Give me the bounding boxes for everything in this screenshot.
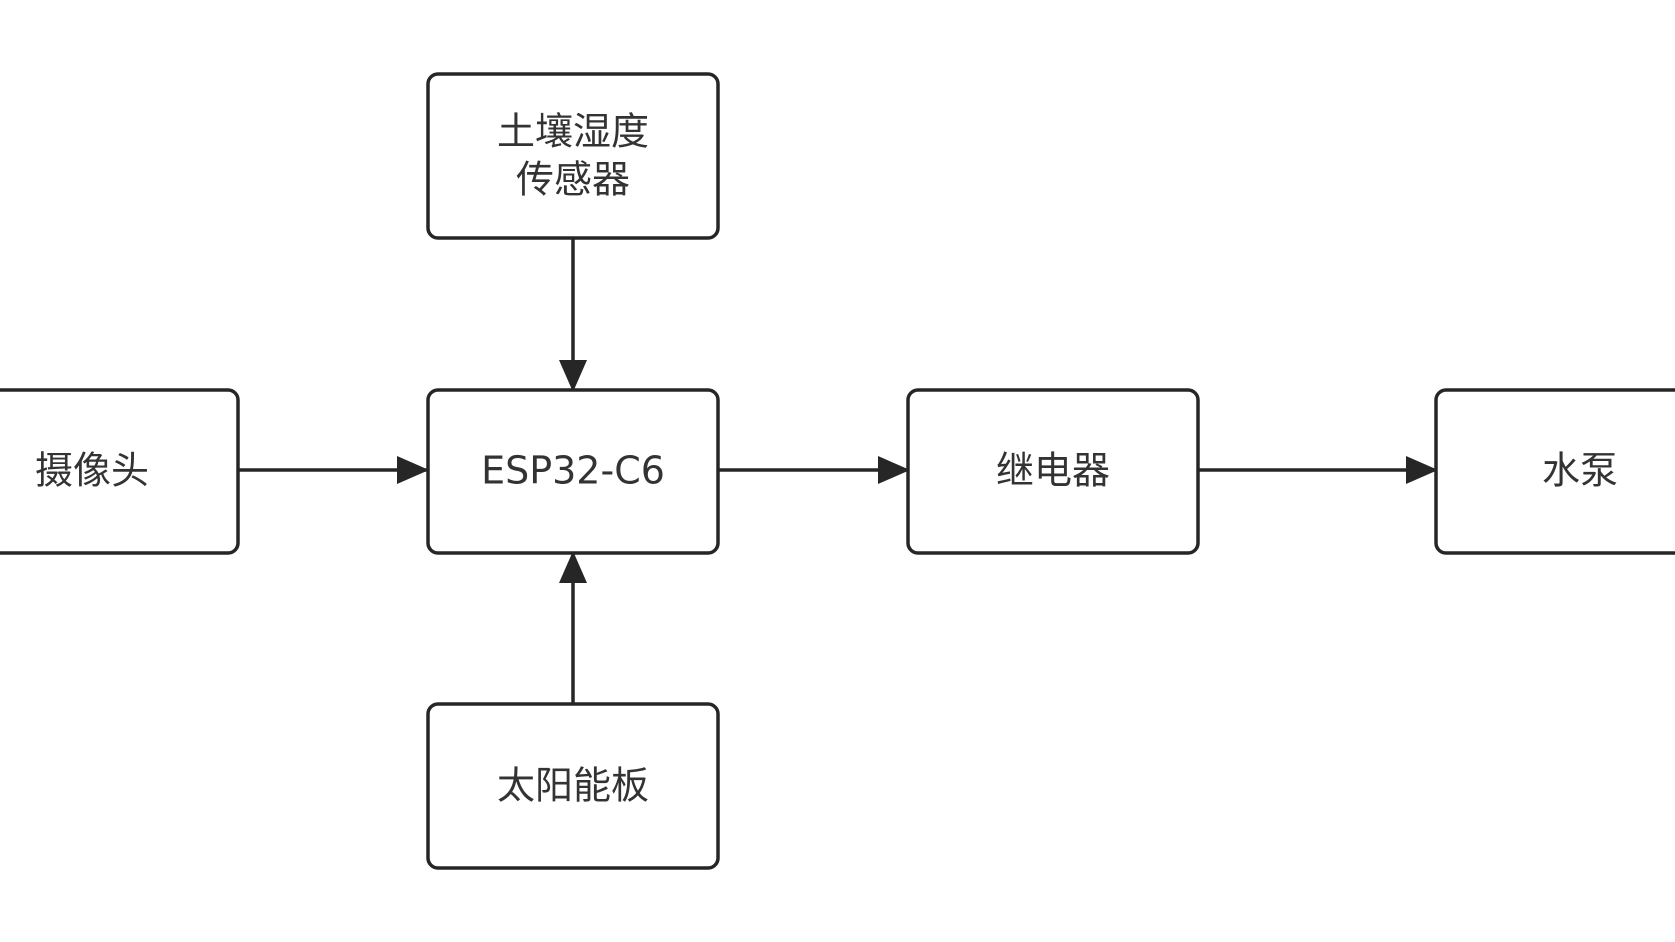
node-soil-sensor-label-line1: 土壤湿度 <box>497 110 649 154</box>
node-solar-label: 太阳能板 <box>497 764 649 808</box>
node-pump: 水泵 <box>1434 388 1675 555</box>
node-relay-box <box>906 388 1200 555</box>
node-esp32-box <box>426 388 720 555</box>
node-pump-box <box>1434 388 1675 555</box>
edges <box>238 238 1438 704</box>
node-relay-label: 继电器 <box>996 449 1110 493</box>
node-camera: 摄像头 <box>0 388 240 555</box>
node-soil-sensor-label-line2: 传感器 <box>516 158 630 202</box>
node-relay: 继电器 <box>906 388 1200 555</box>
node-camera-label: 摄像头 <box>35 449 149 493</box>
node-esp32-label: ESP32-C6 <box>481 449 665 493</box>
node-pump-label: 水泵 <box>1542 449 1618 493</box>
node-soil-sensor-box <box>426 72 720 240</box>
node-solar-box <box>426 702 720 870</box>
node-soil-sensor: 土壤湿度 传感器 <box>426 72 720 240</box>
node-esp32: ESP32-C6 <box>426 388 720 555</box>
node-solar: 太阳能板 <box>426 702 720 870</box>
node-camera-box <box>0 388 240 555</box>
